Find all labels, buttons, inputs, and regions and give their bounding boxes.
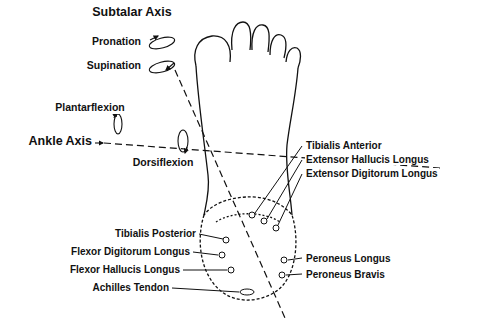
tendon-label: Tibialis Posterior <box>114 228 197 239</box>
tendon-label: Flexor Digitorum Longus <box>70 246 191 257</box>
tendon-label: Extensor Hallucis Longus <box>305 154 430 165</box>
axis-title: Subtalar Axis <box>91 6 172 20</box>
tendon-label: Extensor Digitorum Longus <box>305 168 439 179</box>
tendon-label: Achilles Tendon <box>92 282 171 293</box>
tendon-label: Flexor Hallucis Longus <box>69 264 181 275</box>
tendon-label: Tibialis Anterior <box>305 140 383 151</box>
motion-label: Pronation <box>91 36 142 48</box>
tendon-label: Peroneus Bravis <box>305 269 386 280</box>
axis-title: Ankle Axis <box>28 135 93 149</box>
rotation-symbols <box>95 35 188 153</box>
motion-label: Dorsiflexion <box>132 157 195 169</box>
foot-outline <box>195 22 301 300</box>
tendon-symbols <box>219 212 287 295</box>
motion-label: Supination <box>86 60 142 72</box>
tendon-label: Peroneus Longus <box>305 253 391 264</box>
motion-label: Plantarflexion <box>54 102 125 114</box>
